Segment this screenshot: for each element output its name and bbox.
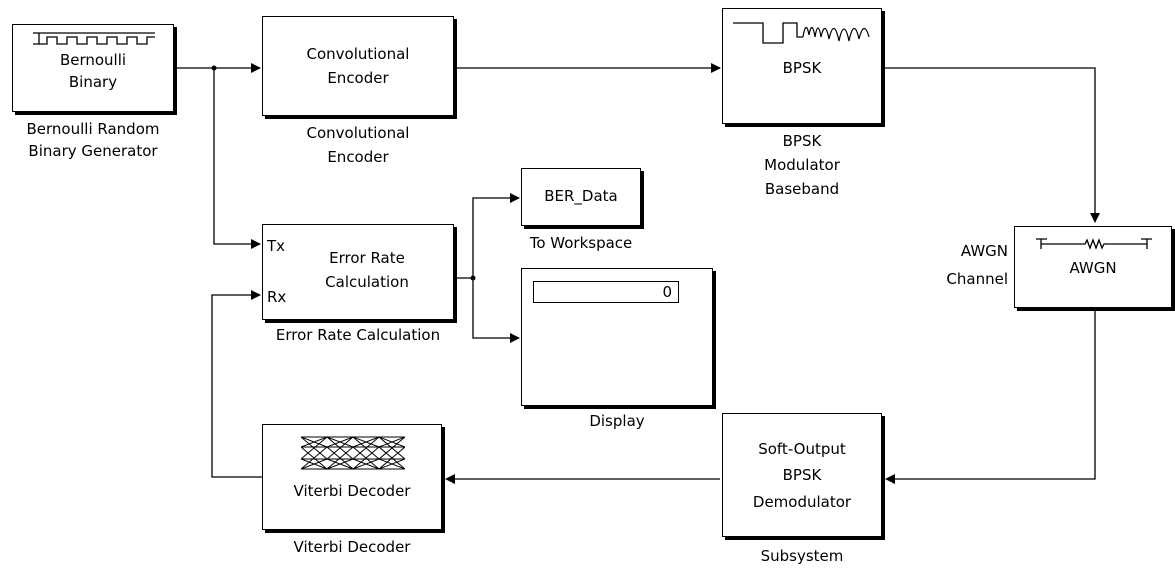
display-value: 0 <box>533 281 679 303</box>
wire-viterbi-to-rx <box>211 290 262 478</box>
demod-text-3: Demodulator <box>752 493 852 511</box>
bpsk-modulator-block[interactable]: BPSK <box>722 8 882 124</box>
demod-text-1: Soft-Output <box>758 440 846 458</box>
wire-error-to-display <box>472 278 520 343</box>
tx-port-label: Tx <box>267 237 286 255</box>
encoder-text-1: Convolutional <box>306 45 410 63</box>
bernoulli-text-1: Bernoulli <box>59 51 127 69</box>
bpsk-label-3: Baseband <box>764 180 840 198</box>
convolutional-encoder-block[interactable]: Convolutional Encoder <box>262 16 454 116</box>
awgn-channel-block[interactable]: AWGN <box>1014 226 1172 308</box>
awgn-label-1: AWGN <box>960 242 1008 260</box>
noise-channel-icon <box>1036 238 1152 250</box>
wire-bpsk-to-awgn <box>882 67 1100 223</box>
display-block[interactable]: 0 <box>521 268 713 406</box>
square-pulse-wave-icon <box>33 32 155 45</box>
error-rate-label: Error Rate Calculation <box>275 326 441 344</box>
bpsk-label-2: Modulator <box>764 156 840 174</box>
junction-dot <box>470 275 476 281</box>
pulse-to-sine-wave-icon <box>733 22 870 44</box>
display-label: Display <box>589 412 645 430</box>
bernoulli-text-2: Binary <box>68 73 118 91</box>
wire-error-to-workspace <box>455 193 520 279</box>
demodulator-subsystem-block[interactable]: Soft-Output BPSK Demodulator <box>722 413 882 537</box>
to-workspace-block[interactable]: BER_Data <box>521 168 641 226</box>
to-workspace-text: BER_Data <box>544 187 618 205</box>
rx-port-label: Rx <box>267 288 287 306</box>
error-rate-calculation-block[interactable]: Tx Rx Error Rate Calculation <box>262 224 454 320</box>
wire-bernoulli-to-tx <box>213 68 261 249</box>
bpsk-label-1: BPSK <box>782 132 822 150</box>
awgn-text: AWGN <box>1069 259 1117 277</box>
viterbi-text: Viterbi Decoder <box>293 482 411 500</box>
bernoulli-label-2: Binary Generator <box>28 142 158 160</box>
encoder-label-1: Convolutional <box>306 124 410 142</box>
wire-awgn-to-demod <box>885 308 1096 484</box>
bernoulli-binary-block[interactable]: Bernoulli Binary <box>12 24 174 112</box>
viterbi-label: Viterbi Decoder <box>293 538 411 556</box>
viterbi-decoder-block[interactable]: Viterbi Decoder <box>262 424 442 530</box>
demod-label: Subsystem <box>760 547 844 565</box>
bpsk-text: BPSK <box>782 59 822 77</box>
error-rate-text-2: Calculation <box>325 273 409 291</box>
trellis-icon <box>301 436 405 470</box>
encoder-text-2: Encoder <box>327 69 389 87</box>
error-rate-text-1: Error Rate <box>329 249 405 267</box>
demod-text-2: BPSK <box>782 466 822 484</box>
to-workspace-label: To Workspace <box>529 234 633 252</box>
awgn-label-2: Channel <box>946 270 1008 288</box>
bernoulli-label-1: Bernoulli Random <box>26 120 160 138</box>
encoder-label-2: Encoder <box>327 148 389 166</box>
junction-dot <box>211 65 217 71</box>
